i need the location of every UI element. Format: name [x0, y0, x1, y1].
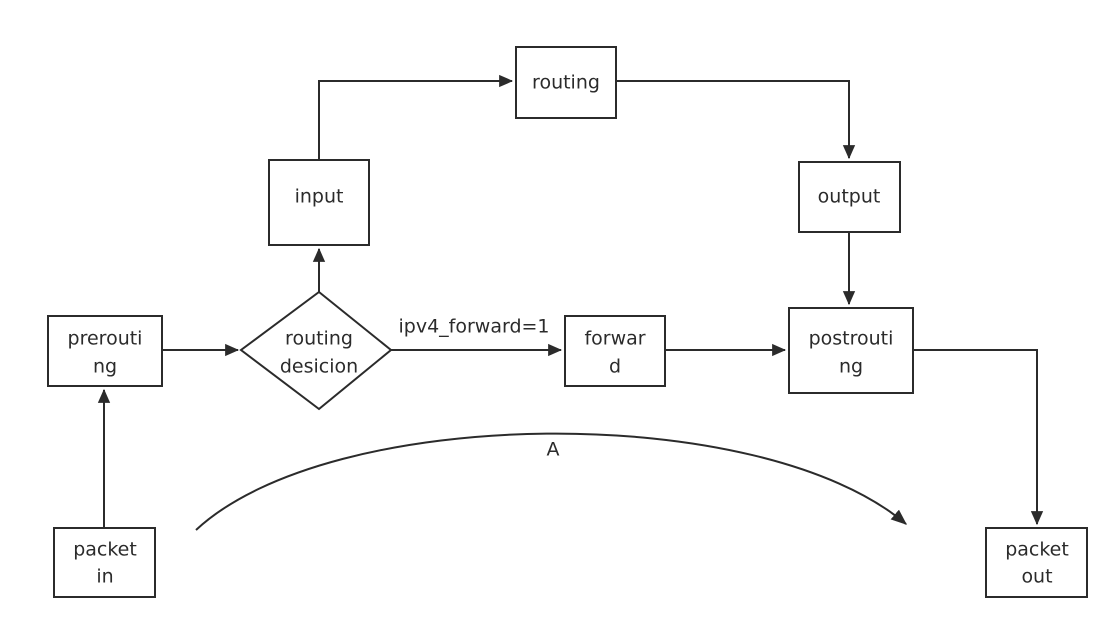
edge-routing-to-output: [616, 80, 856, 160]
node-packet-out[interactable]: packet out: [985, 527, 1088, 598]
edge-arc-annotation: [195, 432, 907, 531]
node-routing-decision-label-line2: desicion: [280, 356, 358, 378]
node-packet-out-box[interactable]: [985, 527, 1088, 598]
edge-postrouting-to-packet-out: [913, 349, 1044, 526]
node-input-label: input: [295, 186, 344, 208]
node-packet-in[interactable]: packet in: [53, 527, 156, 598]
node-output-box[interactable]: [798, 161, 901, 233]
node-output-label: output: [818, 186, 881, 208]
node-routing-decision-shape[interactable]: [239, 290, 393, 411]
node-forward-label-line2: d: [609, 356, 621, 378]
arc-label-a: A: [547, 439, 560, 461]
node-routing-decision[interactable]: routing desicion: [239, 290, 393, 411]
node-postrouting[interactable]: postrouti ng: [788, 307, 914, 394]
node-packet-in-label-line1: packet: [73, 539, 137, 561]
node-forward-label-line1: forwar: [584, 328, 645, 350]
node-routing-decision-label-line1: routing: [285, 328, 353, 350]
node-packet-in-label-line2: in: [96, 566, 113, 588]
node-output[interactable]: output: [798, 161, 901, 233]
edge-input-to-routing: [318, 74, 514, 160]
node-prerouting-label-line1: prerouti: [68, 328, 143, 350]
node-forward-box[interactable]: [564, 315, 666, 387]
node-input-box[interactable]: [268, 159, 370, 246]
node-postrouting-label-line2: ng: [839, 356, 863, 378]
node-routing[interactable]: routing: [515, 46, 617, 119]
node-postrouting-label-line1: postrouti: [809, 328, 894, 350]
edge-label-ipv4-forward: ipv4_forward=1: [398, 316, 549, 338]
node-routing-box[interactable]: [515, 46, 617, 119]
node-input[interactable]: input: [268, 159, 370, 246]
node-routing-label: routing: [532, 72, 600, 94]
node-prerouting-label-line2: ng: [93, 356, 117, 378]
node-prerouting-box[interactable]: [47, 315, 163, 387]
node-prerouting[interactable]: prerouti ng: [47, 315, 163, 387]
node-packet-in-box[interactable]: [53, 527, 156, 598]
node-packet-out-label-line1: packet: [1005, 539, 1069, 561]
node-packet-out-label-line2: out: [1021, 566, 1052, 588]
node-postrouting-box[interactable]: [788, 307, 914, 394]
node-forward[interactable]: forwar d: [564, 315, 666, 387]
